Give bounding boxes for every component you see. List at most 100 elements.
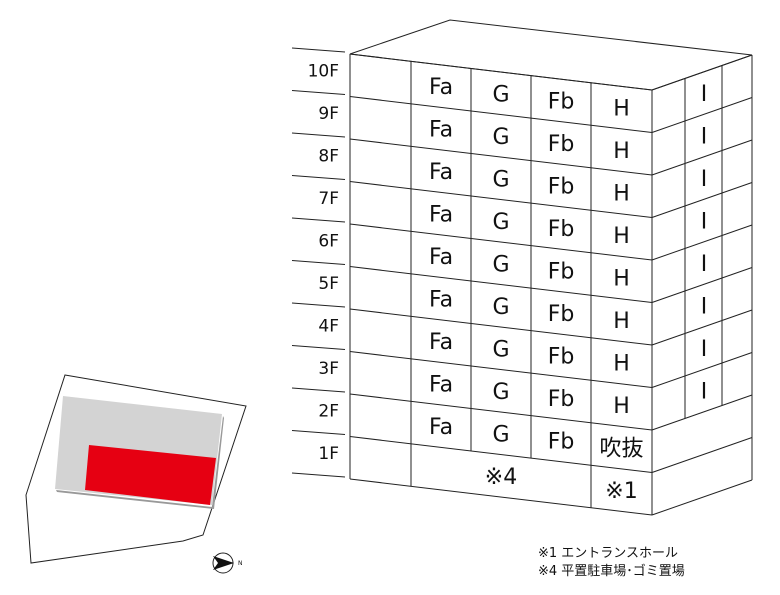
floor-line-side <box>651 352 753 388</box>
unit-cell-h: H <box>613 139 630 164</box>
unit-cell-fa: Fa <box>429 288 453 313</box>
unit-cell-h: H <box>613 224 630 249</box>
floor-line-front <box>349 308 653 346</box>
unit-cell-i: I <box>701 252 708 277</box>
floor-line-front <box>349 478 653 516</box>
floor-label-divider <box>291 387 346 393</box>
unit-cell-h: H <box>613 267 630 292</box>
floor-line-side <box>651 394 753 431</box>
floor-label-divider <box>291 345 346 350</box>
floor-label-divider <box>291 132 346 138</box>
unit-cell-fb: Fb <box>548 89 575 114</box>
floor-label: 10F <box>308 61 339 81</box>
floor-line-side <box>651 182 753 218</box>
unit-cell-i: I <box>701 125 708 150</box>
entrance-cell: ※1 <box>605 479 637 504</box>
floor-label-divider <box>291 217 346 223</box>
unit-cell-fa: Fa <box>429 203 453 228</box>
legend-note-4: ※4 平置駐車場･ゴミ置場 <box>538 564 685 579</box>
unit-cell-i: I <box>701 167 708 192</box>
unit-cell-i: I <box>701 210 708 235</box>
floor-line-front <box>349 351 653 388</box>
floor-line-side <box>651 97 753 133</box>
floor-label-divider <box>291 430 346 435</box>
unit-cell-fa: Fa <box>429 118 453 143</box>
floor-line-side <box>651 139 753 176</box>
compass: N <box>212 552 243 574</box>
floor-label: 8F <box>318 146 339 166</box>
compass-n-label: N <box>238 560 243 567</box>
site-building-highlight <box>85 445 216 505</box>
unit-cell-h: H <box>613 97 630 122</box>
floor-line-side <box>651 54 753 91</box>
north-arrow-icon <box>213 556 234 570</box>
floor-line-side <box>651 267 753 303</box>
unit-cell-fb: Fb <box>548 259 575 284</box>
floor-line-front <box>349 53 653 91</box>
unit-cell-g: G <box>492 295 509 320</box>
unit-cell-g: G <box>492 252 509 277</box>
floor-label: 1F <box>318 444 339 464</box>
floor-label: 9F <box>318 104 339 124</box>
parking-cell: ※4 <box>485 465 517 490</box>
unit-cell-fa: Fa <box>429 75 453 100</box>
unit-cell-fb: Fb <box>548 217 575 242</box>
unit-cell-g: G <box>492 125 509 150</box>
unit-cell-fa: Fa <box>429 160 453 185</box>
floor-label-divider <box>291 302 346 308</box>
legend-note-1: ※1 エントランスホール <box>538 546 679 561</box>
floor-label-divider <box>291 472 346 478</box>
unit-cell-h: H <box>613 309 630 334</box>
unit-cell-fa: Fa <box>429 330 453 355</box>
unit-cell-fb: Fb <box>548 429 575 454</box>
floor-label: 4F <box>318 316 339 336</box>
cell-void: 吹抜 <box>599 437 643 462</box>
unit-cell-i: I <box>701 295 708 320</box>
unit-cell-fb: Fb <box>548 387 575 412</box>
floor-line-side <box>651 479 753 516</box>
unit-cell-g: G <box>492 210 509 235</box>
floor-line-front <box>349 266 653 303</box>
floor-line-side <box>651 224 753 261</box>
unit-cell-fa: Fa <box>429 245 453 270</box>
floor-line-front <box>349 436 653 473</box>
floor-label: 5F <box>318 274 339 294</box>
floor-label-divider <box>291 90 346 95</box>
unit-cell-fa: Fa <box>429 415 453 440</box>
floor-label-divider <box>291 175 346 180</box>
unit-cell-g: G <box>492 380 509 405</box>
unit-cell-fb: Fb <box>548 344 575 369</box>
floor-line-front <box>349 138 653 176</box>
site-boundary <box>25 374 247 564</box>
unit-cell-fb: Fb <box>548 174 575 199</box>
floor-labels: 10F 9F 8F 7F 6F 5F 4F 3F 2F 1F <box>291 47 346 478</box>
floor-line-side <box>651 309 753 346</box>
floor-label: 6F <box>318 231 339 251</box>
unit-cell-g: G <box>492 82 509 107</box>
floor-label-divider <box>291 47 346 53</box>
unit-cell-g: G <box>492 422 509 447</box>
unit-cell-fb: Fb <box>548 302 575 327</box>
unit-cell-h: H <box>613 394 630 419</box>
floor-label: 2F <box>318 401 339 421</box>
floor-label-divider <box>291 260 346 265</box>
unit-cell-i: I <box>701 380 708 405</box>
unit-cell-i: I <box>701 337 708 362</box>
floor-line-front <box>349 96 653 133</box>
unit-cell-fb: Fb <box>548 132 575 157</box>
floor-label: 7F <box>318 189 339 209</box>
unit-cell-i: I <box>701 82 708 107</box>
floor-line-front <box>349 181 653 218</box>
unit-cell-fa: Fa <box>429 373 453 398</box>
unit-cell-g: G <box>492 337 509 362</box>
site-plan <box>25 374 247 564</box>
floor-label: 3F <box>318 359 339 379</box>
floor-line-side <box>651 437 753 473</box>
floor-line-front <box>349 393 653 431</box>
roof <box>349 19 753 91</box>
unit-cell-g: G <box>492 167 509 192</box>
floor-line-front <box>349 223 653 261</box>
unit-cell-h: H <box>613 352 630 377</box>
unit-cell-h: H <box>613 182 630 207</box>
